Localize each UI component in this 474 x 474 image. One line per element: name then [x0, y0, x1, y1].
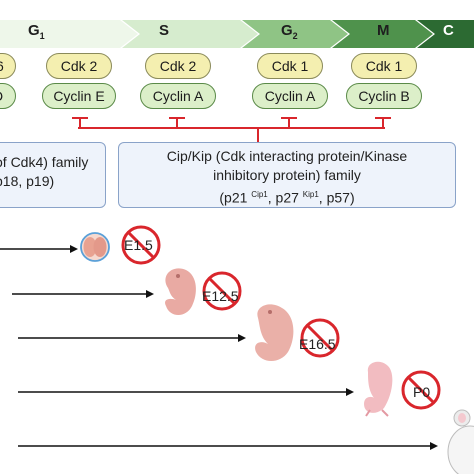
cip-box-line3: (p21 Cip1, p27 Kip1, p57) [219, 189, 355, 206]
p27-label: p27 [275, 189, 299, 206]
cip-box-line1: Cip/Kip (Cdk interacting protein/Kinase [166, 148, 408, 164]
p57-label: p57 [326, 189, 350, 206]
cdk-pill-4: Cdk 1 [257, 53, 323, 79]
ink4-box-line2: p18, p19) [0, 173, 55, 189]
cdk-pill-3: Cdk 2 [145, 53, 211, 79]
phase-m-label: M [377, 22, 390, 39]
p27-superscript: Kip1 [302, 190, 319, 199]
cip-kip-family-box: Cip/Kip (Cdk interacting protein/Kinase … [118, 142, 456, 208]
ink4-family-box: of Cdk4) family p18, p19) [0, 142, 106, 208]
p21-label: p21 [224, 189, 248, 206]
cdk-pill-5: Cdk 1 [351, 53, 417, 79]
cyclin-pill-2: Cyclin E [42, 83, 116, 109]
phase-c-label: C [443, 22, 454, 39]
two-cell-embryo-icon [80, 232, 110, 262]
cyclin-pill-4: Cyclin A [252, 83, 328, 109]
stage-label-p0: P0 [413, 384, 431, 400]
cell-cycle-band [0, 20, 474, 48]
no-sign-e16 [300, 318, 340, 358]
inhibition-bracket [72, 117, 391, 142]
adult-mouse-icon [447, 409, 474, 474]
no-sign-e1 [121, 225, 161, 265]
ink4-box-line1: of Cdk4) family [0, 154, 89, 170]
cip-box-line2: inhibitory protein) family [213, 167, 361, 183]
phase-s-label: S [159, 22, 170, 39]
embryo-e16-icon [255, 304, 294, 361]
stage-label-e1-5: E1.5 [124, 237, 153, 253]
no-sign-e12 [202, 271, 242, 311]
phase-g2-label: G2 [281, 22, 298, 41]
cdk-pill-2: Cdk 2 [46, 53, 112, 79]
stage-label-e16-5: E16.5 [299, 336, 336, 352]
no-sign-p0 [401, 370, 441, 410]
newborn-pup-icon [364, 361, 393, 417]
embryo-e12-icon [165, 268, 196, 315]
cyclin-pill-3: Cyclin A [140, 83, 216, 109]
development-arrows [0, 245, 438, 450]
p21-superscript: Cip1 [251, 190, 268, 199]
stage-label-e12-5: E12.5 [202, 288, 239, 304]
cyclin-pill-5: Cyclin B [346, 83, 422, 109]
phase-g1-label: G1 [28, 22, 45, 41]
